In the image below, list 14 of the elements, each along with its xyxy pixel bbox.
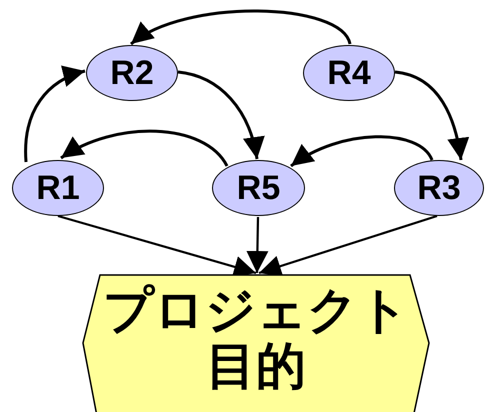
ellipse-node: R5 bbox=[212, 160, 305, 216]
arrow bbox=[290, 135, 434, 168]
ellipse-node: R2 bbox=[86, 45, 178, 101]
arrow bbox=[24, 66, 86, 162]
arrow bbox=[246, 216, 268, 274]
arrow bbox=[258, 214, 438, 277]
hexagon-node: プロジェクト目的 bbox=[82, 274, 430, 412]
arrow bbox=[130, 10, 352, 46]
ellipse-node: R1 bbox=[12, 160, 104, 216]
arrow bbox=[394, 70, 469, 160]
ellipse-node: R3 bbox=[394, 160, 484, 216]
arrow bbox=[60, 130, 228, 167]
ellipse-node: R4 bbox=[303, 45, 395, 101]
arrow bbox=[178, 70, 264, 160]
